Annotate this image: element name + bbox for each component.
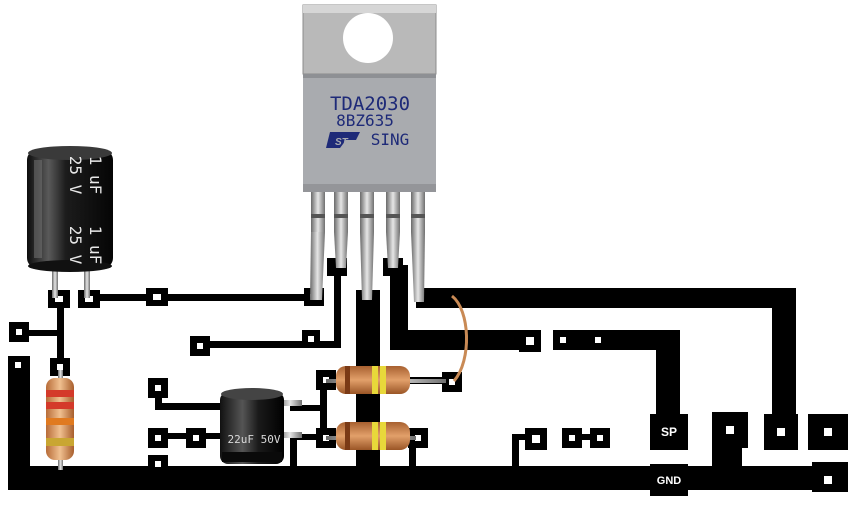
capacitor-1uf: 1 uF 25 V 1 uF 25 V [27,146,113,298]
ic-pin-2 [334,192,348,232]
cap22-down-trace [290,434,297,474]
mounting-hole [343,13,393,63]
svg-text:25 V: 25 V [66,226,85,265]
cap22-out-trace-h [290,405,327,411]
resistor-left [46,370,74,470]
pin4-trace-v [390,265,408,345]
ic-tda2030: TDA2030 8BZ635 ST SING [302,4,437,302]
ground-pad [650,464,688,496]
svg-text:ST: ST [335,137,349,148]
pin2-trace-h [200,341,341,348]
jumper-wire [450,294,469,382]
ic-pin-3 [360,192,374,232]
svg-text:1 uF: 1 uF [86,226,105,265]
capacitor-22uf-body [220,392,284,464]
res-row2-down [409,434,416,474]
mid-pad-trace [512,434,537,440]
capacitor-1uf-value: 1 uF [86,156,105,195]
cap22-trace-top [155,403,225,410]
resistor-lower [326,422,416,450]
ic-pin-1 [311,192,325,232]
ic-body [303,74,436,192]
pads [9,258,848,496]
pin2-trace-v [334,262,341,348]
speaker-trace-h [555,330,680,350]
left-pad-trace [15,330,63,336]
ic-pin-5 [411,192,425,232]
ic-pin-4 [386,192,400,232]
ic-lot-code: 8BZ635 [336,111,394,130]
input-trace [80,294,315,301]
ground-terminal-label: GND [657,475,682,487]
pad-link-trace [566,434,606,440]
left-rail-trace [8,356,30,490]
capacitor-22uf-label: 22uF 50V [228,433,281,446]
speaker-terminal-label: SP [661,425,677,439]
ic-part-number: TDA2030 [330,93,410,115]
output-trace-h [416,288,796,308]
ic-pins [310,192,425,302]
speaker-pad [650,414,688,450]
resistor-upper [326,366,446,394]
capacitor-22uf: 22uF 50V [220,388,302,464]
st-logo: ST [326,132,360,148]
output-trace-v [772,288,796,433]
mid-pad-down [512,434,519,474]
pin4-trace-h [390,330,535,350]
ic-origin: SING [371,130,410,149]
capacitor-1uf-voltage: 25 V [66,156,85,195]
capacitor-1uf-body [27,150,113,268]
copper-traces [8,262,848,492]
cap22-out-trace-h2 [290,434,327,440]
